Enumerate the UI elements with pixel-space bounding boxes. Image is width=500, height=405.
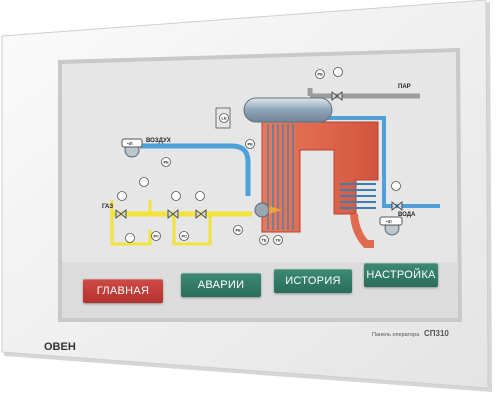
instrument-pe-steam bbox=[315, 69, 325, 79]
gas-valve-1 bbox=[115, 209, 127, 219]
boiler-drum bbox=[243, 97, 333, 123]
label-gas: ГАЗ bbox=[102, 204, 113, 210]
label-air: ВОЗДУХ bbox=[146, 138, 171, 144]
main-button[interactable]: ГЛАВНАЯ bbox=[83, 279, 163, 303]
gas-valve-2 bbox=[167, 209, 179, 219]
tag-pe-furnace: PE bbox=[236, 228, 242, 233]
tag-pe-drum: PE bbox=[248, 142, 254, 147]
settings-button[interactable]: НАСТРОЙКА bbox=[364, 263, 438, 287]
label-steam: ПАР bbox=[398, 84, 411, 90]
instrument-te-1 bbox=[259, 235, 269, 245]
instrument-te-2 bbox=[273, 235, 283, 245]
tag-fan-air: ЧП bbox=[127, 141, 133, 146]
label-water: ВОДА bbox=[398, 212, 416, 218]
instrument-pe-drum bbox=[245, 139, 255, 149]
economizer-coil bbox=[340, 183, 376, 209]
instrument-le bbox=[219, 113, 229, 123]
instrument-pe-air bbox=[161, 157, 171, 167]
tag-te-2: TE bbox=[276, 238, 281, 243]
tag-pe-air: PE bbox=[164, 160, 170, 165]
flue-gas-duct bbox=[350, 213, 374, 248]
tag-pc-gas-2: PC bbox=[182, 234, 188, 239]
air-pipe bbox=[140, 143, 251, 196]
tag-te-1: TE bbox=[262, 238, 267, 243]
steam-valve bbox=[331, 91, 343, 101]
tag-le: LE bbox=[222, 116, 227, 121]
tag-pump-water: ЧП bbox=[386, 219, 392, 224]
water-valve bbox=[391, 201, 403, 211]
flame-icon bbox=[269, 206, 282, 214]
alarms-button[interactable]: АВАРИИ bbox=[181, 273, 261, 297]
instrument-pe-furnace bbox=[233, 225, 243, 235]
gas-valve-3 bbox=[195, 209, 207, 219]
burner bbox=[254, 202, 270, 218]
tag-pe-steam: PE bbox=[318, 72, 324, 77]
brand-logo: ОВЕН bbox=[44, 341, 76, 353]
history-button[interactable]: ИСТОРИЯ bbox=[274, 269, 352, 293]
device-caption: Панель оператора bbox=[372, 332, 420, 338]
furnace bbox=[261, 121, 379, 233]
device-model: СП310 bbox=[424, 329, 449, 338]
tag-pc-gas-1: PC bbox=[154, 234, 160, 239]
